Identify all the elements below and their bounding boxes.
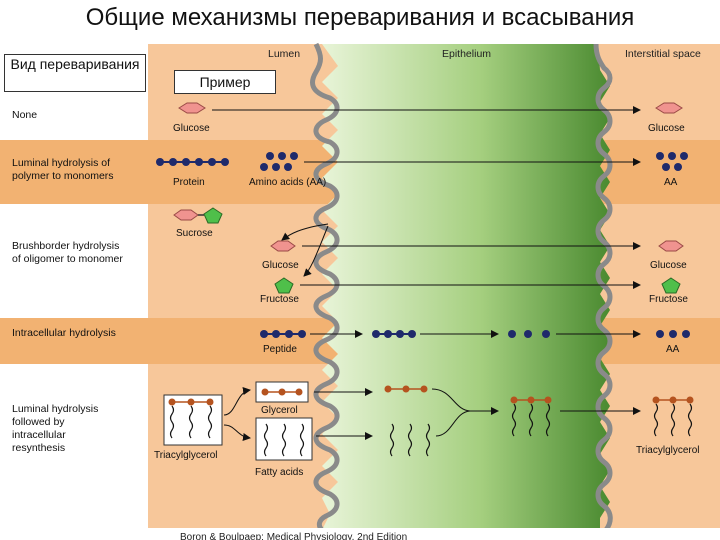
protein-label: Protein: [173, 177, 205, 188]
peptide-label: Peptide: [263, 344, 297, 355]
amino-acid: [524, 330, 532, 338]
triacylglycerol-label-interstitial: Triacylglycerol: [636, 445, 700, 456]
brushborder-arrow-fructose: [303, 225, 329, 277]
amino-acid: [656, 330, 664, 338]
triacylglycerol-intracellular: [510, 396, 552, 437]
aa-label-interstitial: AA: [664, 177, 678, 188]
protein-chain: [156, 158, 229, 166]
fructose-icon: [661, 277, 681, 294]
glycerol-box: [255, 381, 309, 403]
fructose-icon: [274, 277, 294, 294]
row-type-luminal-hydrolysis-label: Luminal hydrolysis of: [12, 157, 110, 169]
row-type-resynthesis-label: Luminal hydrolysis: [12, 403, 98, 415]
peptide-chain-intracellular: [372, 330, 416, 338]
glucose-label-interstitial: Glucose: [648, 123, 685, 134]
type-column-background: [0, 44, 145, 530]
lipase-arrow-fatty-acids: [223, 424, 251, 441]
amino-acid: [542, 330, 550, 338]
glycerol-intracellular: [384, 385, 428, 393]
amino-acid-cluster-interstitial: [656, 152, 688, 171]
glucose-icon: [178, 102, 206, 114]
fatty-acids-intracellular: [389, 423, 431, 457]
glucose-icon: [270, 240, 296, 252]
interstitial-header: Interstitial space: [625, 48, 701, 60]
glycerol-label: Glycerol: [261, 405, 298, 416]
glucose-icon: [655, 102, 683, 114]
glucose-label-interstitial-2: Glucose: [650, 260, 687, 271]
amino-acid-cluster: [260, 152, 298, 171]
lumen-header: Lumen: [268, 48, 300, 60]
fructose-label-brushborder: Fructose: [260, 294, 299, 305]
type-column-header: Вид переваривания: [4, 54, 146, 92]
triacylglycerol-box: [163, 394, 223, 446]
fatty-acids-box: [255, 417, 313, 461]
lipase-arrow-glycerol: [223, 387, 251, 416]
row-type-none: None: [12, 109, 37, 121]
row-type-intracellular: Intracellular hydrolysis: [12, 327, 116, 339]
triacylglycerol-label-lumen: Triacylglycerol: [154, 450, 218, 461]
glucose-icon: [658, 240, 684, 252]
amino-acids-label: Amino acids (AA): [249, 177, 326, 188]
epithelium: [322, 44, 610, 530]
sucrose-label: Sucrose: [176, 228, 213, 239]
fructose-label-interstitial: Fructose: [649, 294, 688, 305]
amino-acid: [669, 330, 677, 338]
glucose-label-lumen: Glucose: [173, 123, 210, 134]
row-type-brushborder-label: Brushborder hydrolysis: [12, 240, 119, 252]
sucrose-fructose-icon: [203, 207, 223, 224]
amino-acid: [508, 330, 516, 338]
triacylglycerol-interstitial: [652, 396, 694, 437]
fatty-acids-label: Fatty acids: [255, 467, 303, 478]
example-column-header: Пример: [174, 70, 276, 94]
brushborder-arrow-glucose: [281, 223, 329, 241]
apical-membrane: [310, 42, 340, 532]
basolateral-membrane: [593, 43, 613, 532]
page-title: Общие механизмы переваривания и всасыван…: [85, 4, 635, 31]
peptide-chain: [260, 330, 306, 338]
glucose-label-brushborder: Glucose: [262, 260, 299, 271]
source-credit: Boron & Boulpaep: Medical Physiology, 2n…: [180, 532, 407, 540]
row-type-brushborder: Brushborder hydrolysis of oligomer to mo…: [12, 240, 123, 265]
amino-acid: [682, 330, 690, 338]
row-type-luminal-hydrolysis: Luminal hydrolysis of polymer to monomer…: [12, 157, 114, 182]
epithelium-header: Epithelium: [442, 48, 491, 60]
aa-label-interstitial-2: AA: [666, 344, 680, 355]
